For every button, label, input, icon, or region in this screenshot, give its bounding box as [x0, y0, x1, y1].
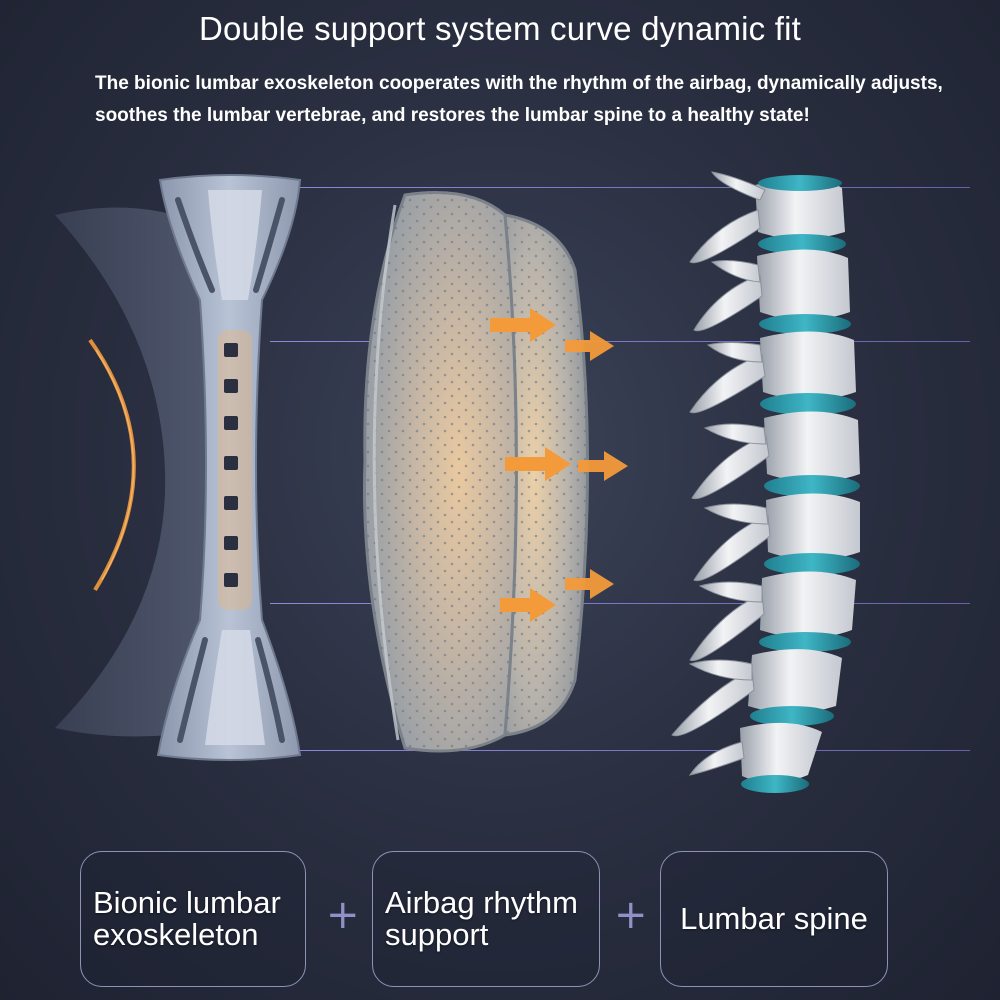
component-label-airbag: Airbag rhythm support	[385, 885, 578, 952]
plus-sign-2: +	[614, 892, 648, 938]
guide-line-1	[270, 187, 970, 188]
guide-line-2	[270, 341, 970, 342]
lumbar-spine	[671, 171, 860, 793]
component-label-spine: Lumbar spine	[680, 901, 868, 936]
component-box-spine: Lumbar spine	[660, 851, 888, 987]
page-title: Double support system curve dynamic fit	[198, 10, 802, 47]
guide-line-3	[270, 603, 970, 604]
page-subtitle: The bionic lumbar exoskeleton cooperates…	[95, 73, 943, 126]
component-label-exoskeleton: Bionic lumbar exoskeleton	[93, 885, 281, 952]
component-box-airbag: Airbag rhythm support	[372, 851, 600, 987]
push-arrows	[490, 308, 628, 622]
guide-line-4	[270, 750, 970, 751]
exoskeleton-back-plate	[55, 207, 230, 737]
plus-sign-1: +	[326, 892, 360, 938]
component-box-exoskeleton: Bionic lumbar exoskeleton	[80, 851, 306, 987]
